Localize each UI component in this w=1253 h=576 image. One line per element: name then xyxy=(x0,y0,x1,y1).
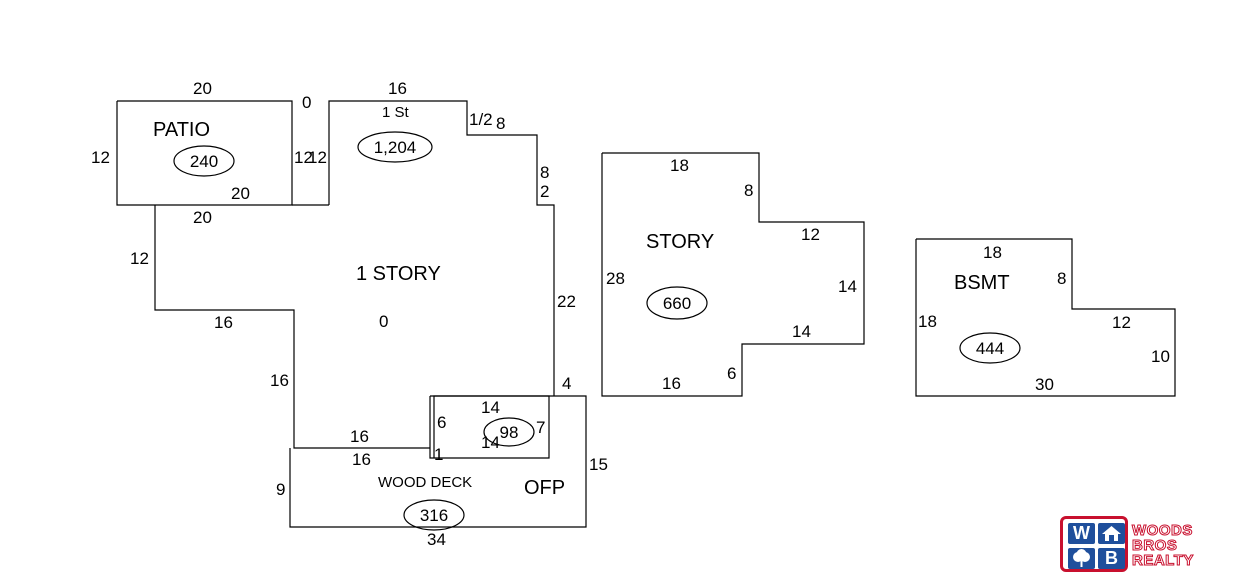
dim-bsmt-top: 18 xyxy=(983,243,1002,262)
dim-first-story-step-b: 8 xyxy=(496,114,505,133)
story-sqft-oval xyxy=(646,286,708,320)
dim-bsmt-bottom: 30 xyxy=(1035,375,1054,394)
dim-bsmt-left: 18 xyxy=(918,312,937,331)
woods-bros-realty-logo: W B WOODS BROS REALTY xyxy=(1060,516,1220,574)
ofp-sqft-oval xyxy=(483,417,535,447)
dim-first-story-bottom-mid: 16 xyxy=(350,427,369,446)
logo-line-realty: REALTY xyxy=(1132,552,1194,569)
dim-deck-top: 16 xyxy=(352,450,371,469)
dim-patio-top: 20 xyxy=(193,79,212,98)
logo-monogram-b: B xyxy=(1098,548,1125,569)
dim-first-story-right-lower: 22 xyxy=(557,292,576,311)
logo-monogram-box: W B xyxy=(1060,516,1128,572)
dim-zero-top: 0 xyxy=(302,93,311,112)
dim-ofp-step: 4 xyxy=(562,374,571,393)
dim-first-story-bottom-left: 16 xyxy=(214,313,233,332)
logo-monogram-w: W xyxy=(1068,523,1095,544)
dim-bsmt-right: 10 xyxy=(1151,347,1170,366)
dim-story-step-bottom: 14 xyxy=(792,322,811,341)
story-label: STORY xyxy=(646,231,714,253)
dim-story-step-top: 12 xyxy=(801,225,820,244)
story-sqft: 660 xyxy=(663,294,691,313)
dim-deck-bottom: 34 xyxy=(427,530,446,549)
dim-ofp-right: 7 xyxy=(536,418,545,437)
dim-story-step-lower-right: 6 xyxy=(727,364,736,383)
logo-wordmark: WOODS BROS REALTY xyxy=(1132,522,1194,569)
patio-sqft: 240 xyxy=(190,152,218,171)
dim-story-right: 14 xyxy=(838,277,857,296)
patio-label: PATIO xyxy=(153,119,210,141)
dim-first-story-inner-left: 12 xyxy=(308,148,327,167)
dim-first-story-left-upper: 12 xyxy=(130,249,149,268)
patio-sqft-oval xyxy=(173,145,235,177)
ofp-label: OFP xyxy=(524,477,565,499)
dim-bsmt-step-top: 12 xyxy=(1112,313,1131,332)
dim-patio-inner-bottom: 20 xyxy=(231,184,250,203)
first-story-outline xyxy=(328,100,555,396)
dim-story-bottom: 16 xyxy=(662,374,681,393)
first-story-label: 1 STORY xyxy=(356,263,441,285)
logo-line-bros: BROS xyxy=(1132,537,1178,554)
tree-icon xyxy=(1068,548,1095,569)
first-story-sqft-oval xyxy=(357,131,433,163)
first-story-lower-outline xyxy=(154,205,430,449)
dim-patio-left: 12 xyxy=(91,148,110,167)
dim-first-story-left-lower: 16 xyxy=(270,371,289,390)
dim-deck-left: 9 xyxy=(276,480,285,499)
bsmt-outline xyxy=(915,238,1176,397)
dim-bsmt-step-right: 8 xyxy=(1057,269,1066,288)
dim-ofp-left: 6 xyxy=(437,413,446,432)
dim-ofp-one: 1 xyxy=(434,445,443,464)
dim-story-top: 18 xyxy=(670,156,689,175)
wood-deck-sqft-oval xyxy=(403,499,465,531)
dim-first-story-top: 16 xyxy=(388,79,407,98)
story-outline xyxy=(601,152,865,397)
logo-line-woods: WOODS xyxy=(1132,522,1193,539)
bsmt-sqft: 444 xyxy=(976,339,1004,358)
bsmt-sqft-oval xyxy=(959,332,1021,364)
dim-patio-bottom: 20 xyxy=(193,208,212,227)
ofp-inner-outline xyxy=(429,395,550,459)
dim-story-left: 28 xyxy=(606,269,625,288)
dim-deck-right: 15 xyxy=(589,455,608,474)
house-icon xyxy=(1098,523,1125,544)
dim-story-step-right: 8 xyxy=(744,181,753,200)
dim-patio-right: 12 xyxy=(294,148,313,167)
dim-first-story-step-a: 1/2 xyxy=(469,110,493,129)
wood-deck-sqft: 316 xyxy=(420,506,448,525)
ofp-sqft: 98 xyxy=(500,423,519,442)
bsmt-label: BSMT xyxy=(954,272,1010,294)
dim-ofp-bottom: 14 xyxy=(481,433,500,452)
dim-first-story-right-step: 2 xyxy=(540,182,549,201)
first-story-sqft: 1,204 xyxy=(374,138,417,157)
first-story-center-value: 0 xyxy=(379,312,388,331)
first-story-header-label: 1 St xyxy=(382,104,410,121)
wood-deck-label: WOOD DECK xyxy=(378,474,472,491)
dim-first-story-right-upper: 8 xyxy=(540,163,549,182)
dim-ofp-top: 14 xyxy=(481,398,500,417)
